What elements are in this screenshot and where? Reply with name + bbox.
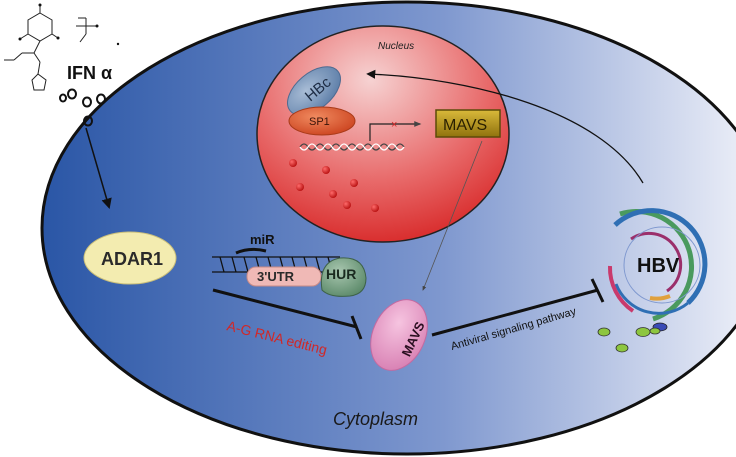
hbv-to-hbc-arrow	[366, 69, 644, 184]
svg-text:MAVS: MAVS	[443, 117, 487, 134]
svg-text:HUR: HUR	[326, 266, 356, 282]
editing-inhibition	[212, 288, 363, 340]
svg-text:miR: miR	[250, 232, 275, 247]
cytoplasm-label: Cytoplasm	[333, 409, 418, 429]
nucleus-label: Nucleus	[378, 41, 414, 52]
hbv-particles	[597, 322, 668, 353]
hbv-genome	[607, 208, 708, 322]
hbc-protein: HBc	[287, 66, 341, 116]
translocation-arrow	[422, 140, 483, 291]
nuclear-particles	[289, 159, 379, 212]
hbv-label: HBV	[637, 255, 680, 277]
ifn-to-adar1-arrow	[85, 127, 112, 210]
ifn-molecule-dots	[18, 3, 120, 46]
svg-text:SP1: SP1	[309, 116, 330, 128]
blocked-transcription-arrow: ×	[369, 119, 422, 141]
antiviral-pathway	[431, 278, 605, 337]
svg-text:3'UTR: 3'UTR	[257, 269, 295, 284]
ifn-particles	[59, 88, 106, 127]
mavs-protein-cytoplasm: MAVS	[370, 299, 428, 371]
utr-element: 3'UTR	[246, 266, 322, 287]
adar1-protein: ADAR1	[83, 231, 177, 285]
mavs-gene-box: MAVS	[435, 109, 501, 138]
hur-protein: HUR	[320, 257, 367, 297]
mir-strand: miR	[235, 232, 275, 255]
ifn-molecule-structure	[4, 6, 96, 91]
svg-text:ADAR1: ADAR1	[101, 249, 163, 269]
sp1-protein: SP1	[288, 106, 356, 136]
ifn-alpha-label: IFN α	[67, 63, 112, 83]
svg-text:×: ×	[391, 119, 397, 131]
dna-helix	[299, 143, 405, 151]
